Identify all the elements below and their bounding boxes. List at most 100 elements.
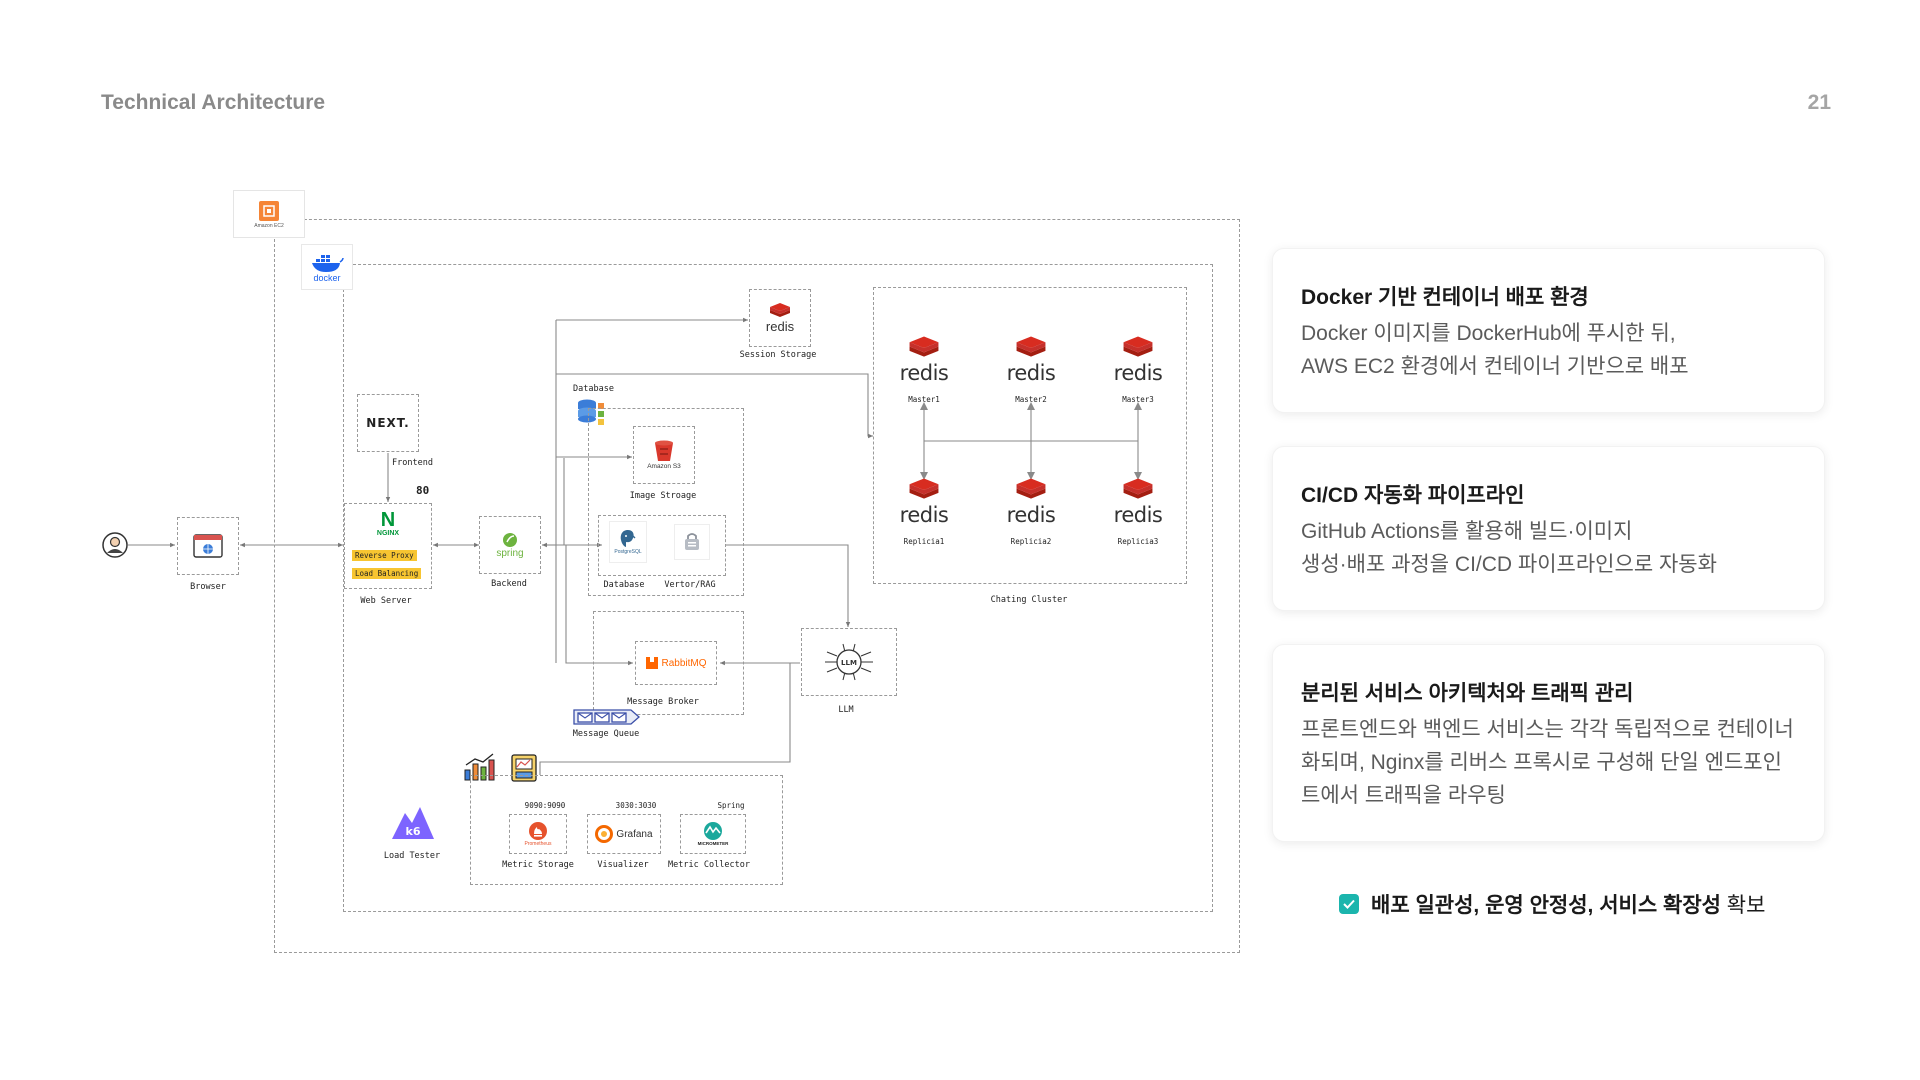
- redis-cube-icon: [770, 303, 790, 317]
- database-group-label: Database: [573, 384, 614, 394]
- redis-node-label: Master2: [1015, 395, 1047, 404]
- metric-storage-label: Metric Storage: [502, 860, 574, 870]
- redis-node-label: Master1: [908, 395, 940, 404]
- llm-label: LLM: [838, 705, 854, 715]
- card-architecture-title: 분리된 서비스 아키텍처와 트래픽 관리: [1301, 682, 1634, 705]
- redis-word: redis: [1113, 503, 1163, 527]
- nextjs-logo: NEXT.: [366, 416, 410, 430]
- database-label: Database: [603, 580, 645, 590]
- vector-rag-label: Vertor/RAG: [664, 580, 716, 590]
- redis-word: redis: [899, 361, 949, 385]
- grafana-logo: Grafana: [616, 828, 653, 840]
- postgres-logo: PostgreSQL: [614, 549, 642, 555]
- database-group-box: [588, 408, 744, 596]
- nginx-n-icon: N: [380, 509, 396, 531]
- rabbitmq-logo: RabbitMQ: [661, 657, 707, 669]
- database-stack-icon: [576, 397, 606, 434]
- page-title: Technical Architecture: [101, 91, 326, 114]
- message-queue-label: Message Queue: [572, 729, 640, 739]
- card-architecture-line-3: 트에서 트래픽을 라우팅: [1301, 784, 1506, 807]
- card-docker-title: Docker 기반 컨테이너 배포 환경: [1301, 286, 1589, 309]
- card-architecture: 분리된 서비스 아키텍처와 트래픽 관리 프론트엔드와 백엔드 서비스는 각각 …: [1272, 644, 1825, 842]
- visualizer-label: Visualizer: [597, 860, 649, 870]
- k6-logo-icon: k6: [392, 807, 434, 839]
- card-architecture-line-1: 프론트엔드와 백엔드 서비스는 각각 독립적으로 컨테이너: [1301, 718, 1794, 741]
- vector-db-node: [674, 524, 710, 560]
- image-storage-label: Image Stroage: [629, 491, 697, 501]
- checkbox-icon: [1339, 894, 1359, 914]
- session-storage-label: Session Storage: [739, 350, 817, 360]
- redis-word: redis: [1113, 361, 1163, 385]
- user-icon: [102, 532, 128, 563]
- nextjs-node: NEXT.: [357, 394, 419, 452]
- rabbitmq-icon: [646, 657, 659, 669]
- prometheus-node: Prometheus: [509, 814, 567, 854]
- spring-leaf-icon: [503, 532, 517, 547]
- redis-cube-icon: [1123, 336, 1153, 357]
- metric-collector-label: Metric Collector: [668, 860, 750, 870]
- micrometer-node: MICROMETER: [680, 814, 746, 854]
- chart-icon: [463, 752, 497, 787]
- browser-icon: [193, 534, 223, 558]
- summary-bold: 배포 일관성, 운영 안정성, 서비스 확장성: [1371, 894, 1721, 917]
- docker-boundary: [343, 264, 1213, 912]
- message-broker-box: [593, 611, 744, 715]
- page-number: 21: [1807, 91, 1831, 114]
- spring-node: spring: [479, 516, 541, 574]
- session-redis-word: redis: [765, 319, 795, 334]
- load-balancing-badge: Load Balancing: [352, 568, 422, 579]
- spring-logo: spring: [496, 547, 524, 559]
- ec2-boundary: [274, 219, 1240, 953]
- k6-logo-text: k6: [406, 825, 421, 838]
- architecture-diagram: Amazon EC2 docker Browser: [102, 190, 1240, 953]
- card-architecture-body: 프론트엔드와 백엔드 서비스는 각각 독립적으로 컨테이너 화되며, Nginx…: [1301, 713, 1804, 812]
- card-docker-body: Docker 이미지를 DockerHub에 푸시한 뒤, AWS EC2 환경…: [1301, 317, 1804, 383]
- card-cicd-body: GitHub Actions를 활용해 빌드·이미지 생성·배포 과정을 CI/…: [1301, 515, 1804, 581]
- redis-node-label: Replicia1: [903, 537, 945, 546]
- docker-node: docker: [301, 244, 353, 290]
- card-architecture-line-2: 화되며, Nginx를 리버스 프록시로 구성해 단일 엔드포인: [1301, 751, 1782, 774]
- web-server-label: Web Server: [360, 596, 412, 606]
- card-cicd-title: CI/CD 자동화 파이프라인: [1301, 484, 1525, 507]
- s3-node: Amazon S3: [633, 426, 695, 484]
- redis-cube-icon: [1016, 478, 1046, 499]
- session-redis-node: redis: [749, 289, 811, 347]
- card-docker: Docker 기반 컨테이너 배포 환경 Docker 이미지를 DockerH…: [1272, 248, 1825, 413]
- monitoring-box: [470, 775, 783, 885]
- docker-whale-icon: [312, 254, 344, 272]
- redis-cube-icon: [1016, 336, 1046, 357]
- summary-normal: 확보: [1720, 894, 1766, 917]
- k6-node: k6: [385, 803, 441, 843]
- llm-chip-text: LLM: [841, 659, 857, 667]
- connection-lines: [128, 317, 1142, 775]
- redis-cube-icon: [909, 336, 939, 357]
- chat-cluster-label: Chating Cluster: [990, 595, 1068, 605]
- frontend-label: Frontend: [392, 458, 433, 468]
- card-cicd-line-2: 생성·배포 과정을 CI/CD 파이프라인으로 자동화: [1301, 553, 1717, 576]
- backend-label: Backend: [491, 579, 527, 589]
- card-docker-line-2: AWS EC2 환경에서 컨테이너 기반으로 배포: [1301, 355, 1689, 378]
- load-tester-label: Load Tester: [383, 851, 441, 861]
- reverse-proxy-badge: Reverse Proxy: [352, 550, 417, 561]
- summary-check: 배포 일관성, 운영 안정성, 서비스 확장성 확보: [1339, 889, 1765, 919]
- redis-cube-icon: [1123, 478, 1153, 499]
- redis-node-label: Replicia2: [1010, 537, 1052, 546]
- card-docker-line-1: Docker 이미지를 DockerHub에 푸시한 뒤,: [1301, 322, 1676, 345]
- grafana-node: Grafana: [587, 814, 661, 854]
- port-prometheus: 9090:9090: [524, 801, 566, 810]
- chat-cluster-box: [873, 287, 1187, 584]
- message-queue-icon: [573, 708, 641, 731]
- redis-node-label: Replicia3: [1117, 537, 1159, 546]
- redis-word: redis: [1006, 361, 1056, 385]
- s3-logo: Amazon S3: [647, 463, 681, 470]
- browser-label: Browser: [190, 582, 226, 592]
- micrometer-logo: MICROMETER: [697, 841, 729, 846]
- prometheus-flame-icon: [529, 822, 547, 840]
- nginx-logo: NGINX: [376, 530, 400, 537]
- prometheus-logo: Prometheus: [524, 841, 552, 847]
- browser-node: [177, 517, 239, 575]
